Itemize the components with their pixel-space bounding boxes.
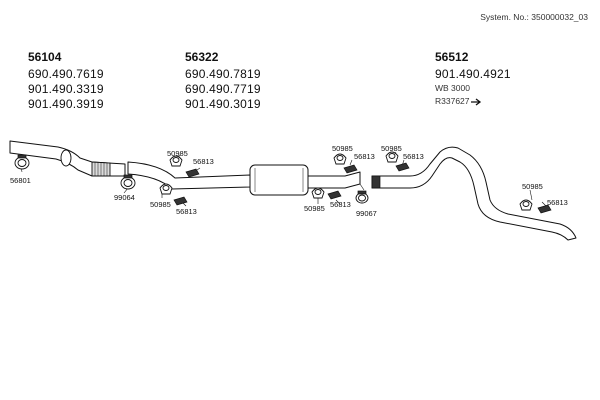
callout-50985: 50985 [167,149,188,158]
bracket-56813-f [537,204,552,214]
group-56104: 56104 690.490.7619 901.490.3319 901.490.… [28,50,104,112]
callout-56801: 56801 [10,176,31,185]
hanger-50985-d [311,187,325,199]
note-r-label: R337627 [435,96,470,106]
part-number: 56322 [185,50,219,64]
reference-number: 901.490.3019 [185,97,261,111]
callout-50985: 50985 [150,200,171,209]
callout-50985: 50985 [522,182,543,191]
clamp-56801 [14,154,30,170]
callout-56813: 56813 [193,157,214,166]
bracket-56813-c [343,164,358,174]
hanger-50985-a [169,155,183,167]
group-56512: 56512 901.490.4921 WB 3000 R337627 [435,50,511,108]
note-r: R337627 [435,95,511,108]
callout-99064: 99064 [114,193,135,202]
middle-section [127,161,361,196]
reference-number: 901.490.4921 [435,67,511,81]
rear-pipe-connector [371,175,381,189]
callout-50985: 50985 [304,204,325,213]
callout-50985: 50985 [381,144,402,153]
bracket-56813-d [327,190,342,200]
callout-56813: 56813 [354,152,375,161]
muffler [249,164,309,196]
front-pipe [9,140,126,177]
bracket-56813-a [185,168,200,178]
hanger-50985-c [333,153,347,165]
reference-number: 690.490.7719 [185,82,261,96]
hanger-50985-e [385,151,399,163]
callout-56813: 56813 [403,152,424,161]
group-56322: 56322 690.490.7819 690.490.7719 901.490.… [185,50,261,112]
callout-56813: 56813 [547,198,568,207]
middle-pipe-outlet [307,171,361,189]
reference-number: 690.490.7819 [185,67,261,81]
reference-number: 901.490.3919 [28,97,104,111]
bracket-56813-e [395,162,410,172]
clamp-99064 [120,174,136,190]
callout-56813: 56813 [176,207,197,216]
callout-99067: 99067 [356,209,377,218]
part-number: 56104 [28,50,62,64]
note-wb: WB 3000 [435,83,470,93]
rear-pipe-body [371,146,577,241]
clamp-99067 [355,190,369,204]
bracket-56813-b [173,196,188,206]
reference-number: 901.490.3319 [28,82,104,96]
callout-56813: 56813 [330,200,351,209]
front-pipe-flange [60,149,72,167]
flex-ribs [94,162,108,176]
hanger-50985-b [159,183,173,195]
arrow-right-icon [470,98,481,106]
reference-number: 690.490.7619 [28,67,104,81]
rear-pipe [371,146,577,241]
callout-50985: 50985 [332,144,353,153]
hanger-50985-f [519,199,533,211]
system-number: System. No.: 350000032_03 [480,12,588,22]
part-number: 56512 [435,50,469,64]
